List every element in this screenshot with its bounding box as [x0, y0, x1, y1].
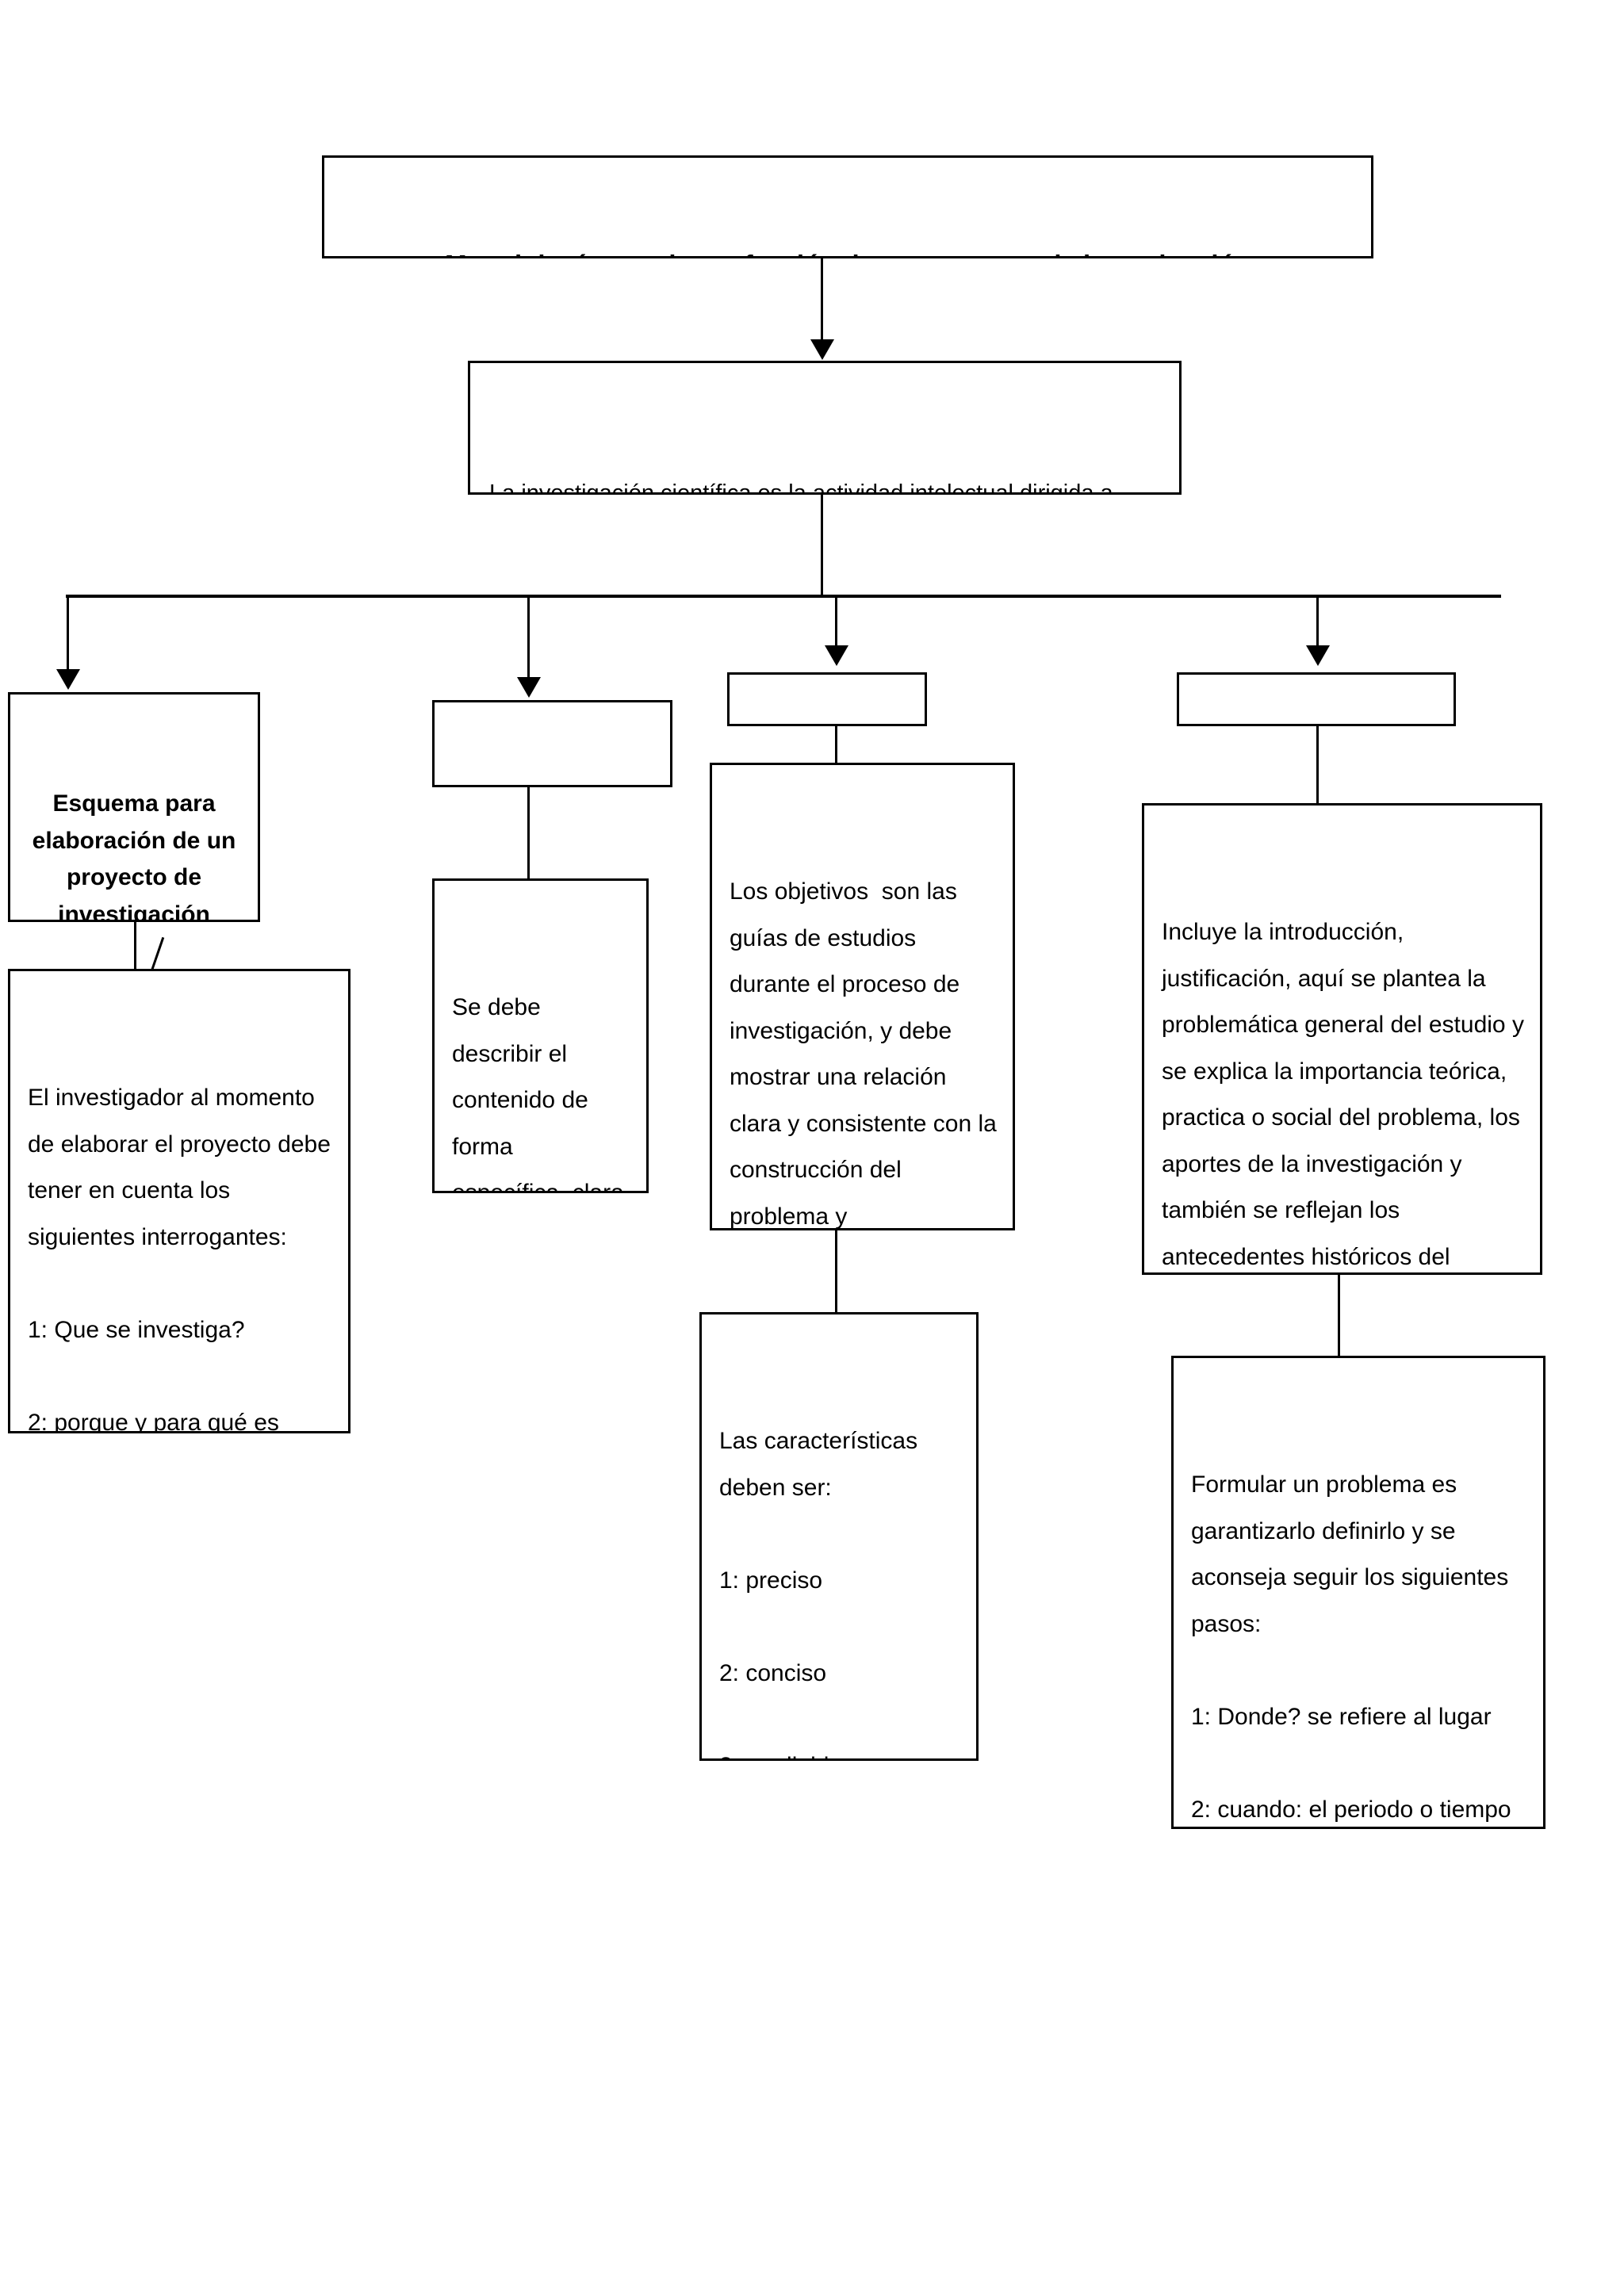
stray-tick-mark: [151, 936, 165, 971]
arrowhead-bus-to-objetivos: [825, 645, 848, 666]
node-statement: La investigación científica es la activi…: [468, 361, 1182, 495]
node-body-antecedentes: Incluye la introducción, justificación, …: [1142, 803, 1542, 1275]
connector-antecedentes-to-body: [1316, 726, 1319, 806]
node-head-antecedentes: Antecedentes: [1177, 672, 1456, 726]
node-head-esquema-label: Esquema para elaboración de un proyecto …: [32, 790, 243, 922]
connector-objetivos-to-body: [835, 726, 837, 764]
connector-bus-to-antecedentes: [1316, 595, 1319, 653]
node-sub-objetivos-label: Las características deben ser: 1: precis…: [719, 1428, 918, 1758]
arrowhead-root-to-statement: [810, 339, 834, 360]
connector-statement-to-bus: [821, 495, 823, 596]
node-sub-objetivos: Las características deben ser: 1: precis…: [699, 1312, 979, 1761]
connector-root-to-statement: [821, 258, 823, 347]
connector-objetivos-to-sub: [835, 1230, 837, 1314]
node-body-esquema: El investigador al momento de elaborar e…: [8, 969, 350, 1433]
node-head-titulo: Titula del proyecto: [432, 700, 672, 787]
arrowhead-bus-to-titulo: [517, 677, 541, 698]
node-title-root-label: Metodología para la confección de un pro…: [345, 247, 1350, 256]
connector-bus-to-esquema: [67, 595, 69, 677]
connector-bus-to-titulo: [527, 595, 530, 685]
node-head-objetivos: Objetivos: [727, 672, 927, 726]
node-body-antecedentes-label: Incluye la introducción, justificación, …: [1162, 919, 1524, 1270]
node-sub-antecedentes-label: Formular un problema es garantizarlo def…: [1191, 1471, 1511, 1823]
connector-antecedentes-to-sub: [1338, 1275, 1340, 1358]
arrowhead-bus-to-antecedentes: [1306, 645, 1330, 666]
arrowhead-bus-to-esquema: [56, 669, 80, 690]
node-body-esquema-label: El investigador al momento de elaborar e…: [28, 1085, 331, 1433]
connector-esquema-to-body: [134, 922, 136, 971]
node-statement-label: La investigación científica es la activi…: [489, 480, 1113, 495]
node-body-objetivos: Los objetivos son las guías de estudios …: [710, 763, 1015, 1230]
connector-bus-to-objetivos: [835, 595, 837, 653]
node-head-esquema: Esquema para elaboración de un proyecto …: [8, 692, 260, 922]
connector-titulo-to-body: [527, 787, 530, 881]
node-sub-antecedentes: Formular un problema es garantizarlo def…: [1171, 1356, 1545, 1829]
connector-distribution-bus: [66, 595, 1501, 598]
node-body-titulo-label: Se debe describir el contenido de forma …: [452, 994, 624, 1193]
node-title-root: Metodología para la confección de un pro…: [322, 155, 1373, 258]
node-body-objetivos-label: Los objetivos son las guías de estudios …: [730, 878, 997, 1230]
node-body-titulo: Se debe describir el contenido de forma …: [432, 878, 649, 1193]
